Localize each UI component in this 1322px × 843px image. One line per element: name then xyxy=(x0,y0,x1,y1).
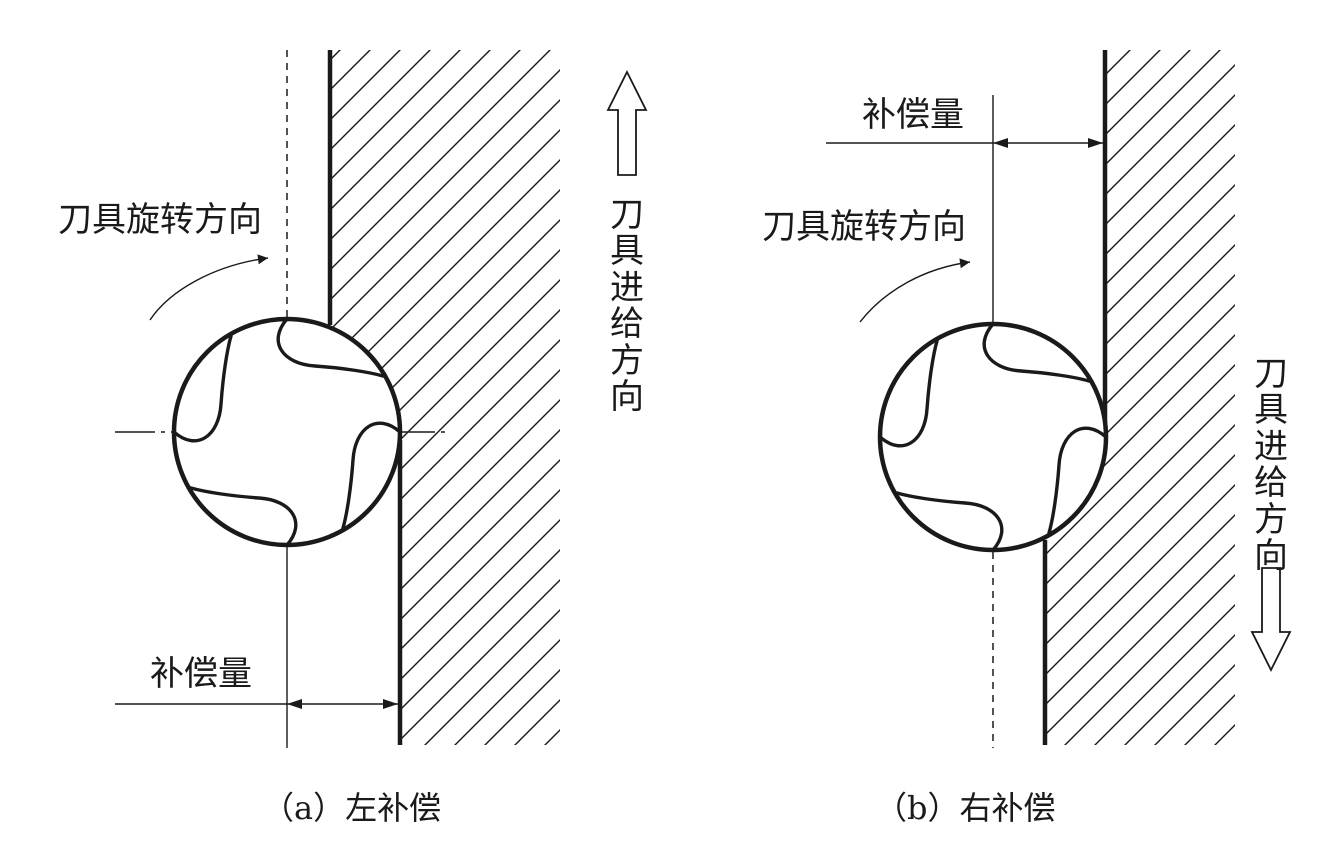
hatch-line xyxy=(330,50,541,745)
rotation-direction-label-b: 刀具旋转方向 xyxy=(762,207,966,247)
hatch-line xyxy=(330,50,560,745)
caption-a: （a）左补偿 xyxy=(262,789,442,827)
hatch-line xyxy=(330,50,560,745)
hatch-line xyxy=(1045,50,1235,745)
hatch-line xyxy=(1159,50,1235,745)
offset-label-b: 补偿量 xyxy=(862,95,964,135)
workpiece-edge-a xyxy=(327,50,403,745)
hatch-line xyxy=(330,50,560,745)
hatch-line xyxy=(330,50,511,745)
hatch-line xyxy=(1045,50,1235,745)
feed-arrow-down-b xyxy=(1250,567,1292,673)
hatch-line xyxy=(1045,50,1235,745)
hatch-line xyxy=(1045,50,1235,745)
hatch-line xyxy=(1129,50,1235,745)
rotation-direction-label-a: 刀具旋转方向 xyxy=(58,200,262,240)
feed-direction-label-b: 刀 具 进 给 方 向 xyxy=(1254,354,1288,576)
offset-label-a: 补偿量 xyxy=(150,654,252,694)
rotation-arrow-b xyxy=(859,258,971,323)
cutter-b xyxy=(877,321,1109,553)
feed-arrow-up-a xyxy=(606,69,648,176)
hatch-line xyxy=(1045,50,1235,745)
caption-b: （b）右补偿 xyxy=(875,789,1056,827)
hatch-line xyxy=(1045,50,1235,745)
cutter-a xyxy=(171,316,403,548)
offset-dimension-a xyxy=(115,699,398,709)
hatch-line xyxy=(330,50,560,745)
hatch-line xyxy=(330,50,560,745)
hatch-line xyxy=(1069,50,1235,745)
hatch-line xyxy=(330,50,560,745)
hatch-line xyxy=(1045,50,1235,745)
hatch-line xyxy=(330,50,560,745)
hatch-line xyxy=(1045,50,1235,745)
hatch-line xyxy=(330,50,481,745)
hatch-line xyxy=(1045,50,1235,745)
hatch-line xyxy=(1045,50,1235,745)
hatch-line xyxy=(1099,50,1235,745)
offset-dimension-b xyxy=(826,138,1103,148)
hatch-line xyxy=(399,50,560,745)
hatch-line xyxy=(330,50,560,745)
hatch-line xyxy=(1045,50,1235,745)
workpiece-edge-b xyxy=(1042,50,1108,745)
hatch-line xyxy=(330,50,560,745)
hatch-line xyxy=(1045,50,1235,745)
hatch-line xyxy=(1045,50,1235,745)
hatch-line xyxy=(330,50,560,745)
rotation-arrow-a xyxy=(149,254,269,321)
hatch-line xyxy=(1045,50,1235,745)
feed-direction-label-a: 刀 具 进 给 方 向 xyxy=(610,195,644,417)
hatch-line xyxy=(330,50,560,745)
hatch-line xyxy=(339,50,560,745)
hatch-line xyxy=(369,50,560,745)
hatch-line xyxy=(330,50,560,745)
